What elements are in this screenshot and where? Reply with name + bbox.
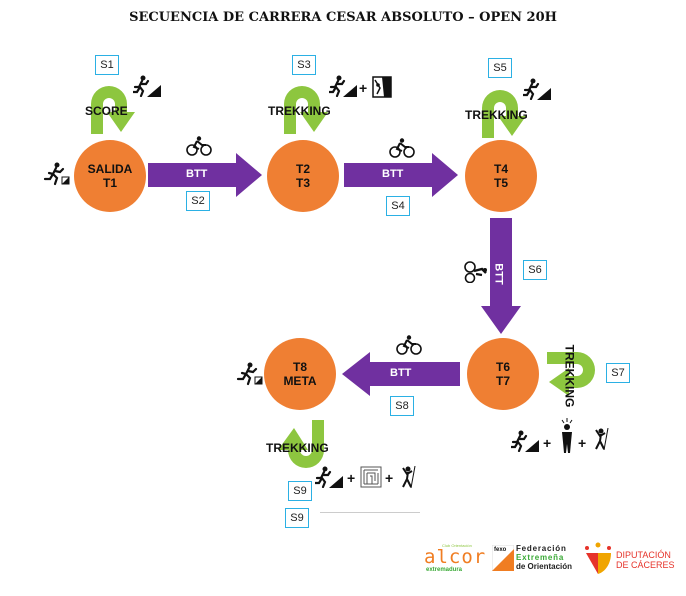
node-t6-t7: T6 T7 (467, 338, 539, 410)
bike-icon (389, 138, 415, 158)
section-s4: S4 (386, 196, 410, 216)
alcor-logo-top: Club Orientación (442, 543, 472, 548)
climber-icon (402, 466, 416, 488)
alcor-logo: Club Orientación alcor extremadura (424, 543, 485, 573)
trekking-loop-arrow-s3 (284, 86, 328, 134)
fexo-badge-icon (492, 545, 514, 571)
climber-icon (595, 428, 609, 450)
node-salida-t1: SALIDA T1 (74, 140, 146, 212)
diputacion-line2: DE CÁCERES (616, 560, 675, 570)
btt-label: BTT (186, 168, 208, 180)
bike-icon (464, 261, 487, 283)
fexo-logo: fexo Federación Extremeña de Orientación (492, 544, 576, 572)
page-title: SECUENCIA DE CARRERA CESAR ABSOLUTO – OP… (129, 10, 557, 25)
trekking-loop-arrow-s7 (547, 352, 595, 396)
section-s2: S2 (186, 191, 210, 211)
section-s1: S1 (95, 55, 119, 75)
trekking-loop-arrow-s9 (278, 420, 324, 468)
btt-label: BTT (382, 168, 404, 180)
node-label: T1 (102, 176, 117, 190)
node-label: T6 (495, 360, 510, 374)
section-s6: S6 (523, 260, 547, 280)
section-s8: S8 (390, 396, 414, 416)
plus-sign: + (347, 470, 356, 486)
orienteering-runner-icon (236, 362, 263, 386)
runner-icon (133, 75, 161, 97)
loop-label-trekking: TREKKING (465, 108, 528, 122)
btt-arrow-s2 (148, 153, 262, 197)
plus-sign: + (543, 435, 552, 451)
node-t2-t3: T2 T3 (267, 140, 339, 212)
fexo-line1: Federación (516, 544, 567, 553)
btt-label: BTT (492, 263, 505, 285)
btt-arrow-s8 (342, 352, 460, 396)
orienteering-runner-icon (43, 162, 70, 186)
node-label: T3 (295, 176, 310, 190)
btt-arrow-s6 (481, 218, 521, 334)
headlamp-icon (561, 418, 573, 453)
node-label: T2 (295, 162, 310, 176)
loop-label-trekking: TREKKING (266, 441, 329, 455)
runner-icon (329, 75, 357, 97)
bike-icon (396, 335, 422, 355)
trekking-loop-arrow-s5 (482, 90, 526, 138)
loop-label-trekking-vertical: TREKKING (562, 344, 577, 408)
node-label: T7 (495, 374, 510, 388)
node-label: SALIDA (87, 162, 133, 176)
runner-icon (511, 430, 539, 452)
loop-label-score: SCORE (85, 104, 128, 118)
diputacion-line1: DIPUTACIÓN (616, 550, 671, 560)
fexo-badge-text: fexo (494, 547, 507, 553)
node-label: META (283, 374, 317, 388)
node-label: T5 (493, 176, 508, 190)
plus-sign: + (578, 435, 587, 451)
alcor-logo-sub: extremadura (426, 567, 463, 573)
node-label: T8 (292, 360, 307, 374)
plus-sign: + (359, 80, 368, 96)
faded-icon-row-remnant (320, 512, 420, 513)
btt-arrow-s4 (344, 153, 458, 197)
bike-icon (186, 136, 212, 156)
node-label: T4 (493, 162, 508, 176)
alcor-logo-name: alcor (424, 546, 487, 568)
loop-label-trekking: TREKKING (268, 104, 331, 118)
plus-sign: + (385, 470, 394, 486)
trekking-loop-arrow-s1 (91, 86, 135, 134)
fexo-line3: de Orientación (516, 562, 573, 571)
diputacion-emblem-icon (585, 542, 611, 574)
runner-icon (523, 78, 551, 100)
btt-label: BTT (390, 367, 412, 379)
section-s9-duplicate: S9 (285, 508, 309, 528)
rappel-icon (372, 76, 392, 98)
section-s5: S5 (488, 58, 512, 78)
node-t8-meta: T8 META (264, 338, 336, 410)
fexo-line2: Extremeña (516, 553, 565, 562)
node-t4-t5: T4 T5 (465, 140, 537, 212)
section-s3: S3 (292, 55, 316, 75)
runner-icon (315, 466, 343, 488)
diputacion-caceres-logo: DIPUTACIÓN DE CÁCERES (583, 542, 683, 576)
section-s7: S7 (606, 363, 630, 383)
maze-icon (360, 466, 382, 488)
section-s9: S9 (288, 481, 312, 501)
